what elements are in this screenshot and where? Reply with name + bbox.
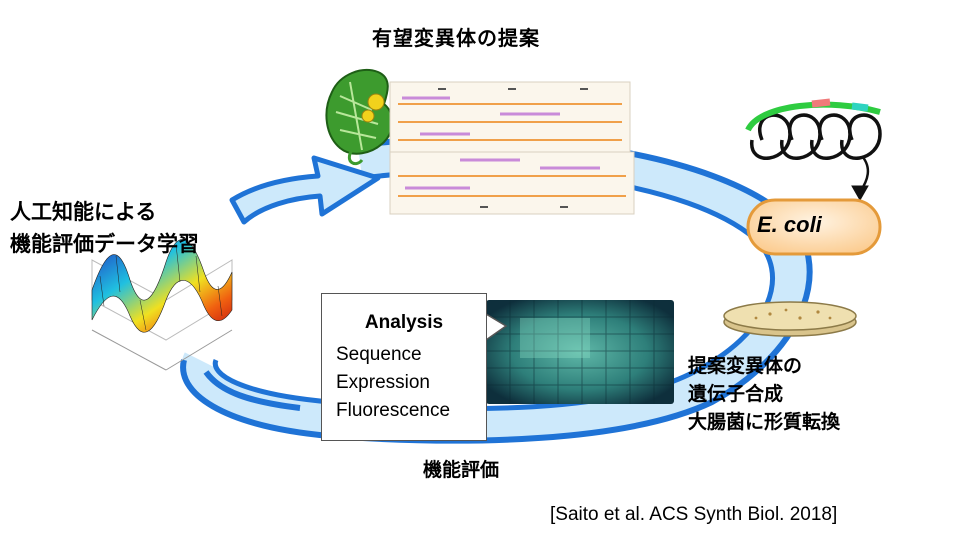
ecoli-label: E. coli [757, 212, 822, 237]
synthesis-label: 提案変異体の 遺伝子合成 大腸菌に形質転換 [688, 352, 840, 436]
cycle-arc-left [203, 370, 301, 411]
arrow-to-proposal [229, 155, 381, 225]
fluorescence-plate-image [486, 300, 674, 404]
analysis-title: Analysis [364, 312, 444, 333]
synthesis-label-line-3: 大腸菌に形質転換 [688, 411, 841, 433]
synthesis-label-line-1: 提案変異体の [688, 355, 803, 377]
citation: [Saito et al. ACS Synth Biol. 2018] [550, 504, 838, 525]
evaluation-label: 機能評価 [423, 459, 500, 481]
ecoli-cell [746, 198, 882, 256]
analysis-item-sequence: Sequence [336, 344, 422, 365]
petri-dish-image [723, 301, 857, 337]
surface-plot-image [91, 239, 233, 371]
synthesis-label-line-2: 遺伝子合成 [688, 383, 784, 405]
analysis-box: Analysis Sequence Expression Fluorescenc… [321, 293, 487, 441]
plasmid-coil-image [745, 98, 882, 202]
ml-label-line-1: 人工知能による [10, 200, 157, 224]
proposal-title: 有望変異体の提案 [372, 26, 540, 50]
analysis-item-expression: Expression [336, 372, 430, 393]
protein-structure-image [325, 69, 394, 166]
ml-label-line-2: 機能評価データ学習 [10, 232, 199, 256]
ml-learning-label: 人工知能による 機能評価データ学習 [10, 196, 199, 260]
analysis-item-fluorescence: Fluorescence [336, 400, 451, 421]
analysis-callout-pointer [485, 313, 508, 341]
sequence-alignment-panel-top [389, 81, 631, 153]
sequence-alignment-panel-bottom [389, 151, 635, 215]
